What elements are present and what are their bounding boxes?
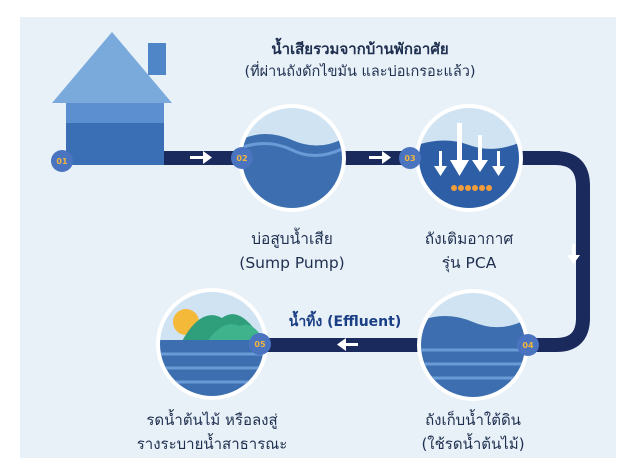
step-03-label-line2: รุ่น PCA [441,254,497,272]
step-badge-03: 03 [399,147,421,169]
flow-arrow-right-2 [369,151,391,164]
storage-tank-icon [417,289,529,401]
step-04-label-line2: (ใช้รดน้ำต้นไม้) [421,435,525,453]
aeration-tank-icon [415,104,523,212]
step-03-label: ถังเติมอากาศ รุ่น PCA [399,227,539,275]
nature-outlet-icon [156,288,268,400]
step-badge-05: 05 [249,333,271,355]
step-04-label-line1: ถังเก็บน้ำใต้ดิน [425,411,521,429]
step-badge-02: 02 [231,147,253,169]
step-03-label-line1: ถังเติมอากาศ [424,230,514,248]
step-number: 04 [522,341,534,350]
step-number: 01 [56,157,68,166]
flow-arrow-left [337,338,358,351]
step-02-label-line2: (Sump Pump) [239,254,345,272]
flow-arrow-right-1 [190,151,212,164]
step-02-label: บ่อสูบน้ำเสีย (Sump Pump) [222,227,362,275]
step-number: 03 [404,154,415,163]
step-05-label-line2: รางระบายน้ำสาธารณะ [136,435,288,453]
effluent-label: น้ำทิ้ง (Effluent) [288,314,402,330]
step-04-label: ถังเก็บน้ำใต้ดิน (ใช้รดน้ำต้นไม้) [398,408,548,456]
step-number: 02 [236,154,247,163]
diagram-title: น้ำเสียรวมจากบ้านพักอาศัย [271,40,449,58]
step-badge-01: 01 [51,150,73,172]
diagram-subtitle: (ที่ผ่านถังดักไขมัน และบ่อเกรอะแล้ว) [244,64,476,80]
house-icon [52,32,172,165]
step-05-label: รดน้ำต้นไม้ หรือลงสู่ รางระบายน้ำสาธารณะ [112,408,312,456]
step-badge-04: 04 [517,334,539,356]
sump-pump-icon [238,104,346,212]
flow-arrow-down [567,244,580,264]
step-02-label-line1: บ่อสูบน้ำเสีย [251,230,333,248]
step-number: 05 [254,340,266,349]
step-05-label-line1: รดน้ำต้นไม้ หรือลงสู่ [146,411,278,429]
